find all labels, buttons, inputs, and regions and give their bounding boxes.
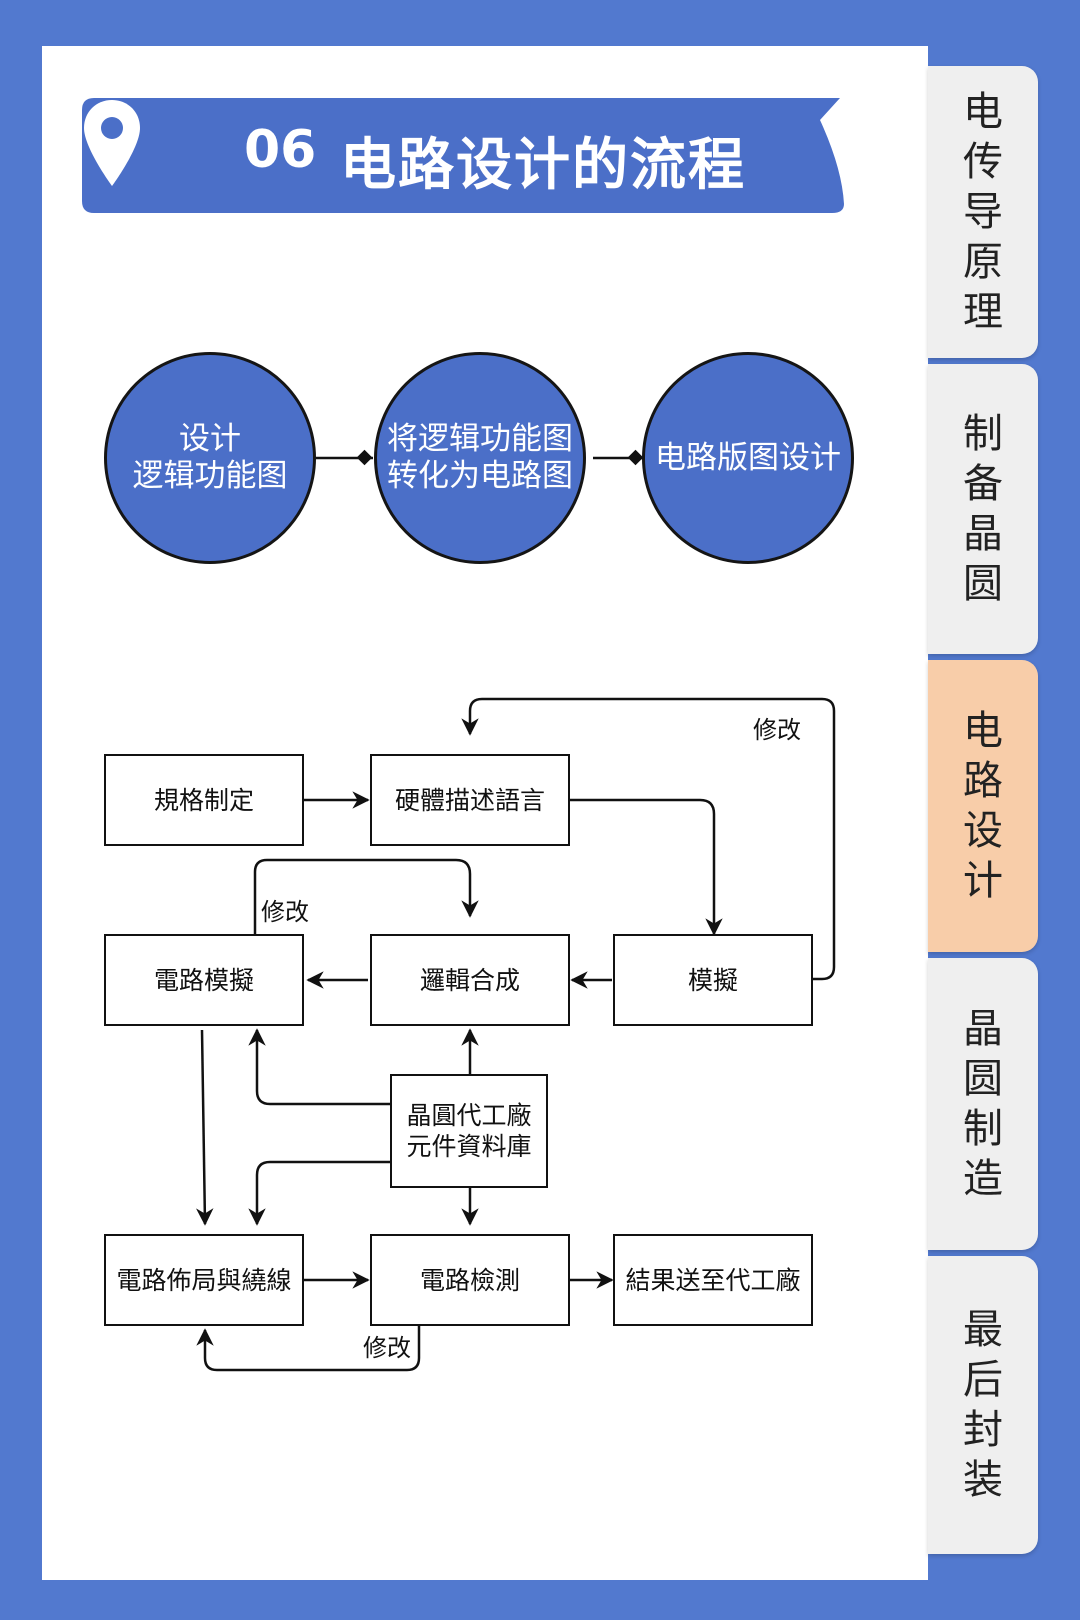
tab-electrical-conduction[interactable]: 电传导原理 [928, 66, 1038, 358]
box-check: 電路檢測 [370, 1234, 570, 1326]
box-spec: 規格制定 [104, 754, 304, 846]
flowchart-lines [196, 449, 836, 1372]
tab-wafer-prep[interactable]: 制备晶圆 [928, 364, 1038, 654]
box-library: 晶圓代工廠 元件資料庫 [390, 1074, 548, 1188]
content-card: 06 电路设计的流程 [42, 46, 928, 1580]
tab-wafer-fab[interactable]: 晶圆制造 [928, 958, 1038, 1250]
revise-note-top: 修改 [750, 710, 804, 745]
step-convert-to-circuit: 将逻辑功能图 转化为电路图 [374, 352, 586, 564]
banner-shape [82, 98, 844, 213]
section-number: 06 [244, 120, 317, 180]
box-synth: 邏輯合成 [370, 934, 570, 1026]
box-result: 結果送至代工廠 [613, 1234, 813, 1326]
box-sim: 模擬 [613, 934, 813, 1026]
box-hdl: 硬體描述語言 [370, 754, 570, 846]
box-layout: 電路佈局與繞線 [104, 1234, 304, 1326]
revise-note-mid: 修改 [258, 892, 312, 927]
tab-circuit-design[interactable]: 电路设计 [928, 660, 1038, 952]
box-circuit-sim: 電路模擬 [104, 934, 304, 1026]
section-title: 电路设计的流程 [340, 133, 746, 198]
section-banner: 06 电路设计的流程 [82, 98, 882, 213]
tab-packaging[interactable]: 最后封装 [928, 1256, 1038, 1554]
step-design-logic: 设计 逻辑功能图 [104, 352, 316, 564]
location-pin-icon [84, 100, 140, 186]
step-layout-design: 电路版图设计 [642, 352, 854, 564]
revise-note-bottom: 修改 [360, 1328, 414, 1363]
